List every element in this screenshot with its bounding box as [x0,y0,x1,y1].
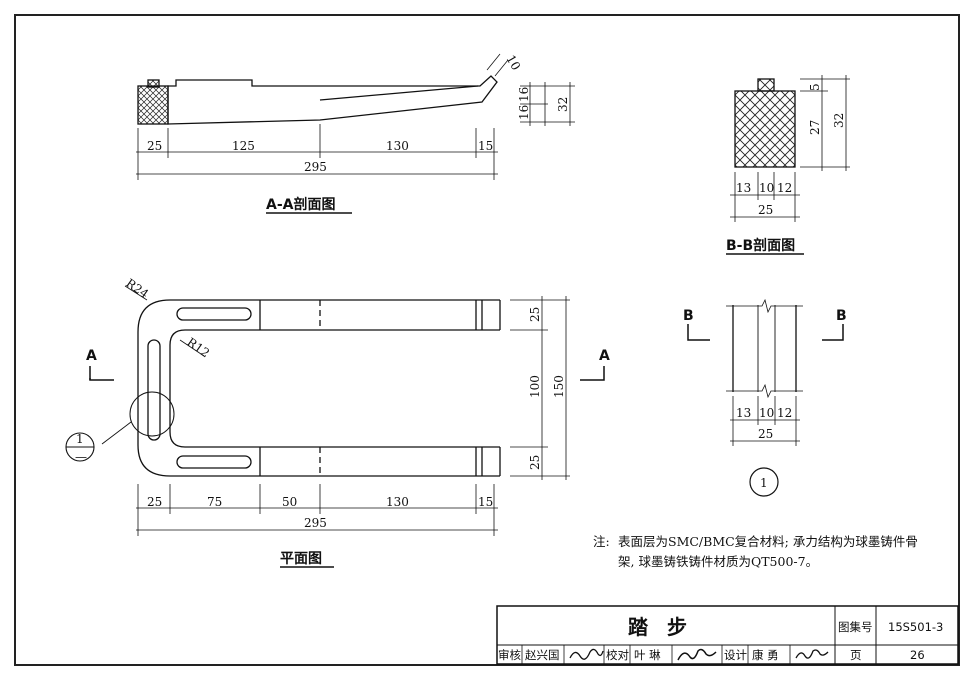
bb-hatched-section [734,90,796,168]
detail-ref-sheet: — [75,450,87,464]
aa-title: A-A剖面图 [266,196,335,213]
plan-dim-v4: 150 [552,375,566,398]
page-label: 页 [850,648,862,662]
detail-section-mark-right: B [836,308,847,324]
page-number: 26 [910,648,925,662]
plan-slot-bottom [176,455,252,469]
aa-dim-angle: 10 [503,53,523,73]
detail-view [687,298,844,497]
atlas-number: 15S501-3 [888,620,943,634]
aa-hatched-end [137,85,169,125]
aa-dim-1: 25 [147,139,162,153]
aa-dim-v2: 16 [517,105,531,120]
atlas-label: 图集号 [838,620,873,634]
reviewer-signature [569,648,604,660]
drawing-title: 踏 步 [628,615,693,639]
plan-radius-inner: R12 [184,335,212,360]
plan-slot-top [176,307,252,321]
aa-dim-3: 130 [386,139,409,153]
plan-dim-4: 130 [386,495,409,509]
designer-signature [795,649,829,659]
aa-dim-2: 125 [232,139,255,153]
reviewer-name: 赵兴国 [525,648,560,662]
plan-inner-outline [169,329,500,448]
aa-dim-4: 15 [478,139,493,153]
bb-title: B-B剖面图 [726,237,795,254]
check-label: 校对 [606,648,629,662]
plan-dim-total: 295 [304,516,327,530]
bb-dim-total: 25 [758,203,773,217]
note-line-1: 表面层为SMC/BMC复合材料; 承力结构为球墨铸件骨 [618,534,918,549]
plan-dim-v2: 100 [528,375,542,398]
bb-dim-1: 13 [736,181,751,195]
plan-view [65,285,605,536]
bb-section-view [730,75,850,222]
plan-dim-1: 25 [147,495,162,509]
plan-radius-outer: R24 [123,276,151,302]
designer-name: 康 勇 [752,648,779,662]
design-label: 设计 [724,648,747,662]
detail-dim-total: 25 [758,427,773,441]
plan-dim-v1: 25 [528,307,542,322]
bb-dim-v1: 5 [808,83,822,91]
plan-texts: R24 R12 A A 1 — 25 75 50 130 15 295 25 1… [75,276,610,568]
plan-section-mark-right: A [599,348,610,364]
note-line-2: 架, 球墨铸铁铸件材质为QT500-7。 [618,554,818,569]
aa-dim-v3: 32 [556,97,570,112]
detail-id-circle [749,467,779,497]
plan-dim-v3: 25 [528,455,542,470]
detail-texts: B B 13 10 12 25 1 [683,308,847,490]
bb-dim-2: 10 [759,181,774,195]
sheet-border [14,14,960,666]
plan-dim-5: 15 [478,495,493,509]
plan-dim-2: 75 [207,495,222,509]
plan-title: 平面图 [280,551,322,567]
checker-signature [677,648,717,661]
note-block: 注: 表面层为SMC/BMC复合材料; 承力结构为球墨铸件骨 架, 球墨铸铁铸件… [593,534,918,569]
detail-section-mark-left: B [683,308,694,324]
title-block [496,605,959,665]
plan-dim-3: 50 [282,495,297,509]
bb-dimension-texts: 13 10 12 25 5 27 32 B-B剖面图 [726,83,846,255]
detail-callout-circle [129,391,175,437]
bb-dim-3: 12 [777,181,792,195]
aa-dim-total: 295 [304,160,327,174]
plan-slot-side [147,339,161,441]
bb-dim-v3: 32 [832,113,846,128]
detail-dim-2: 10 [759,406,774,420]
checker-name: 叶 琳 [634,648,661,662]
title-block-texts: 踏 步 图集号 15S501-3 页 26 审核 赵兴国 校对 叶 琳 设计 康… [498,615,943,662]
aa-step-profile [167,75,498,125]
detail-dim-3: 12 [777,406,792,420]
aa-dim-v1: 16 [517,87,531,102]
plan-outer-outline [137,299,500,477]
bb-dim-v2: 27 [808,120,822,135]
detail-ref-number: 1 [76,432,84,446]
aa-section-view [136,53,575,180]
aa-dimension-texts: 25 125 130 15 295 16 16 32 10 A-A剖面图 [147,53,570,214]
review-label: 审核 [498,648,521,662]
detail-dim-1: 13 [736,406,751,420]
detail-id: 1 [760,476,768,490]
plan-section-mark-left: A [86,348,97,364]
note-prefix: 注: [593,534,610,549]
